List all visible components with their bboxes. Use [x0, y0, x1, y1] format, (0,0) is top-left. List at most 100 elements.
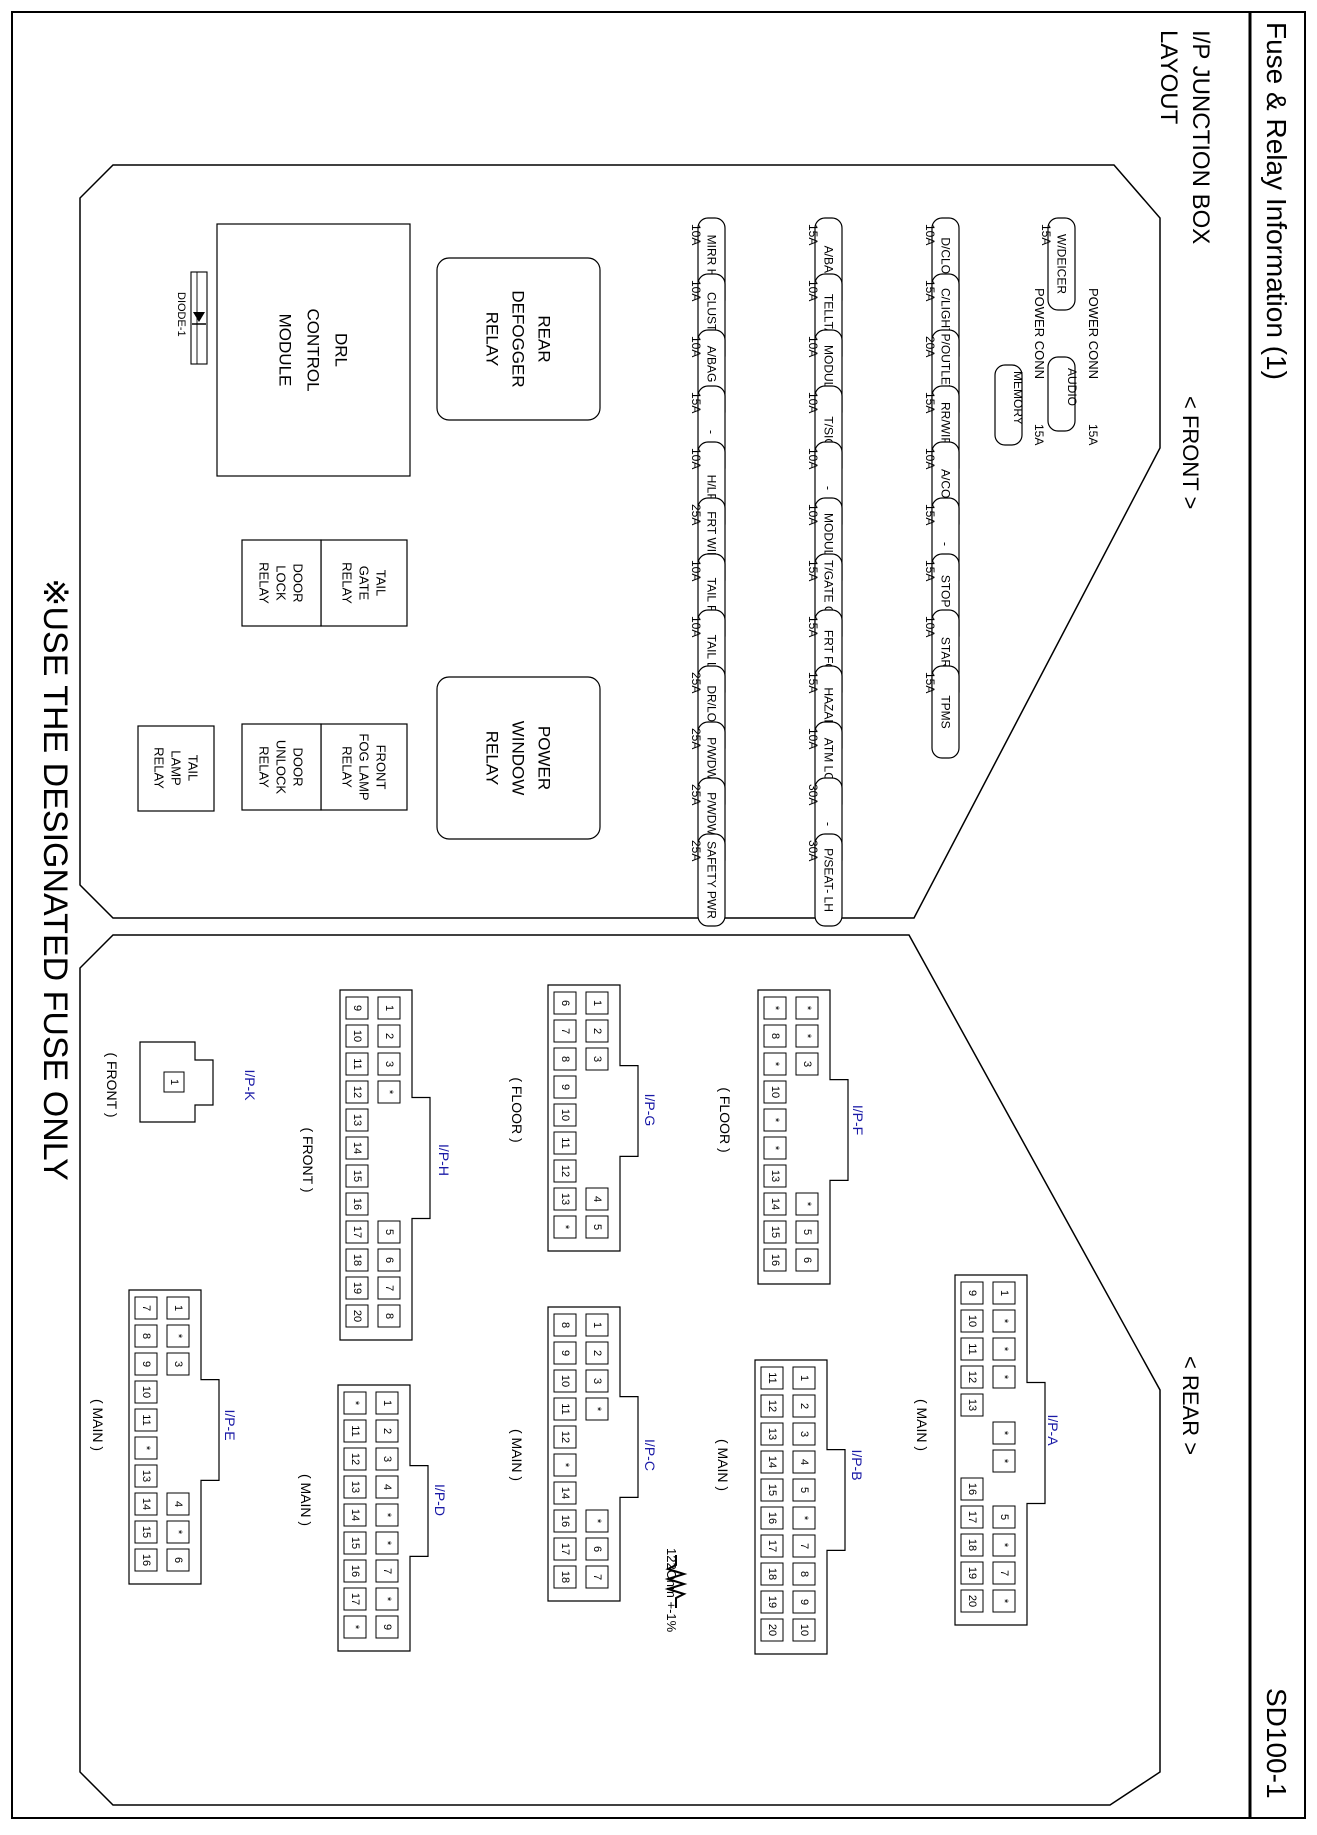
- pin-cell: [553, 1187, 577, 1211]
- pin-number: 10: [798, 1624, 810, 1636]
- pin-cell: [343, 1559, 367, 1583]
- door-unlock-relay[interactable]: [241, 723, 322, 811]
- pin-cell: [343, 1503, 367, 1527]
- pin-cell: [166, 1492, 190, 1516]
- fuse-body[interactable]: [931, 665, 960, 759]
- pin-cell: [585, 1397, 609, 1421]
- tail-lamp-relay[interactable]: [137, 725, 215, 812]
- fuse-name: T/SIG: [822, 416, 836, 447]
- pin-cell: [134, 1324, 158, 1348]
- pin-cell: [553, 1369, 577, 1393]
- rear-defogger-relay[interactable]: [436, 257, 601, 421]
- pin-number: 16: [351, 1198, 363, 1210]
- pin-cell: [553, 1341, 577, 1365]
- pin-cell: [760, 1618, 784, 1642]
- fuse-rating: 10A: [689, 560, 703, 581]
- pin-number: 9: [966, 1290, 978, 1296]
- pin-cell: [763, 1220, 787, 1244]
- pin-number: *: [769, 1062, 781, 1067]
- resistor: 122Ohm +-1%: [664, 1548, 688, 1633]
- pin-number: *: [381, 1541, 393, 1546]
- pin-number: 13: [349, 1481, 361, 1493]
- pin-number: 3: [172, 1361, 184, 1367]
- pin-cell: [553, 1509, 577, 1533]
- pin-number: 1: [591, 1000, 603, 1006]
- pin-number: 20: [966, 1595, 978, 1607]
- pin-number: 7: [383, 1285, 395, 1291]
- pin-number: 2: [381, 1428, 393, 1434]
- pin-cell: [795, 1052, 819, 1076]
- pin-cell: [553, 1075, 577, 1099]
- pin-number: 17: [351, 1226, 363, 1238]
- fuse-name: SAFETY PWR: [705, 841, 719, 919]
- connector-location-label: ( MAIN ): [90, 1399, 106, 1451]
- fuse-rating: 15A: [923, 280, 937, 301]
- relay-label-line: TAIL: [186, 755, 201, 782]
- pin-number: 12: [351, 1086, 363, 1098]
- pin-cell: [166, 1324, 190, 1348]
- pin-cell: [553, 1537, 577, 1561]
- pin-number: 13: [140, 1470, 152, 1482]
- fuse-rating: 25A: [689, 840, 703, 861]
- fuse-body[interactable]: [1047, 217, 1076, 311]
- fuse-body[interactable]: [814, 833, 843, 927]
- pin-number: 8: [559, 1056, 571, 1062]
- fuse-name: -: [705, 430, 719, 434]
- pin-number: 13: [351, 1114, 363, 1126]
- pin-cell: [585, 1215, 609, 1239]
- fuse-rating: 10A: [923, 616, 937, 637]
- pin-number: 19: [766, 1596, 778, 1608]
- fuse-rating: 25A: [689, 728, 703, 749]
- connector-id-label: I/P-B: [849, 1449, 865, 1480]
- tail-gate-relay[interactable]: [320, 539, 408, 627]
- fuse-rating: 10A: [689, 616, 703, 637]
- pin-number: 10: [140, 1386, 152, 1398]
- pin-cell: [166, 1520, 190, 1544]
- connector-location-label: ( MAIN ): [715, 1439, 731, 1491]
- audio-fuse[interactable]: [1047, 356, 1076, 432]
- pin-cell: [992, 1309, 1016, 1333]
- fuse-rating: 10A: [923, 448, 937, 469]
- pin-number: 3: [798, 1431, 810, 1437]
- door-lock-relay[interactable]: [241, 539, 322, 627]
- pin-cell: [375, 1559, 399, 1583]
- resistor-icon: [664, 1555, 688, 1608]
- front-fog-lamp-relay[interactable]: [320, 723, 408, 811]
- pin-number: 8: [798, 1571, 810, 1577]
- pin-cell: [377, 1304, 401, 1328]
- pin-cell: [795, 1220, 819, 1244]
- drl-control-module[interactable]: [216, 223, 411, 477]
- pin-cell: [763, 1024, 787, 1048]
- pin-number: 20: [351, 1310, 363, 1322]
- pin-cell: [345, 1220, 369, 1244]
- memory-fuse[interactable]: [994, 364, 1023, 446]
- connector-id-label: I/P-E: [222, 1409, 238, 1440]
- pin-cell: [760, 1506, 784, 1530]
- designated-fuse-notice: ※USE THE DESIGNATED FUSE ONLY: [36, 578, 74, 1181]
- relay-label-line: RELAY: [257, 562, 272, 604]
- connector-id-label: I/P-A: [1045, 1414, 1061, 1446]
- pin-cell: [992, 1337, 1016, 1361]
- power-window-relay[interactable]: [436, 676, 601, 840]
- pin-cell: [585, 1019, 609, 1043]
- pin-number: *: [383, 1090, 395, 1095]
- pin-number: 15: [349, 1537, 361, 1549]
- pin-cell: [760, 1366, 784, 1390]
- fuse-body[interactable]: [697, 833, 726, 927]
- pin-number: 8: [559, 1322, 571, 1328]
